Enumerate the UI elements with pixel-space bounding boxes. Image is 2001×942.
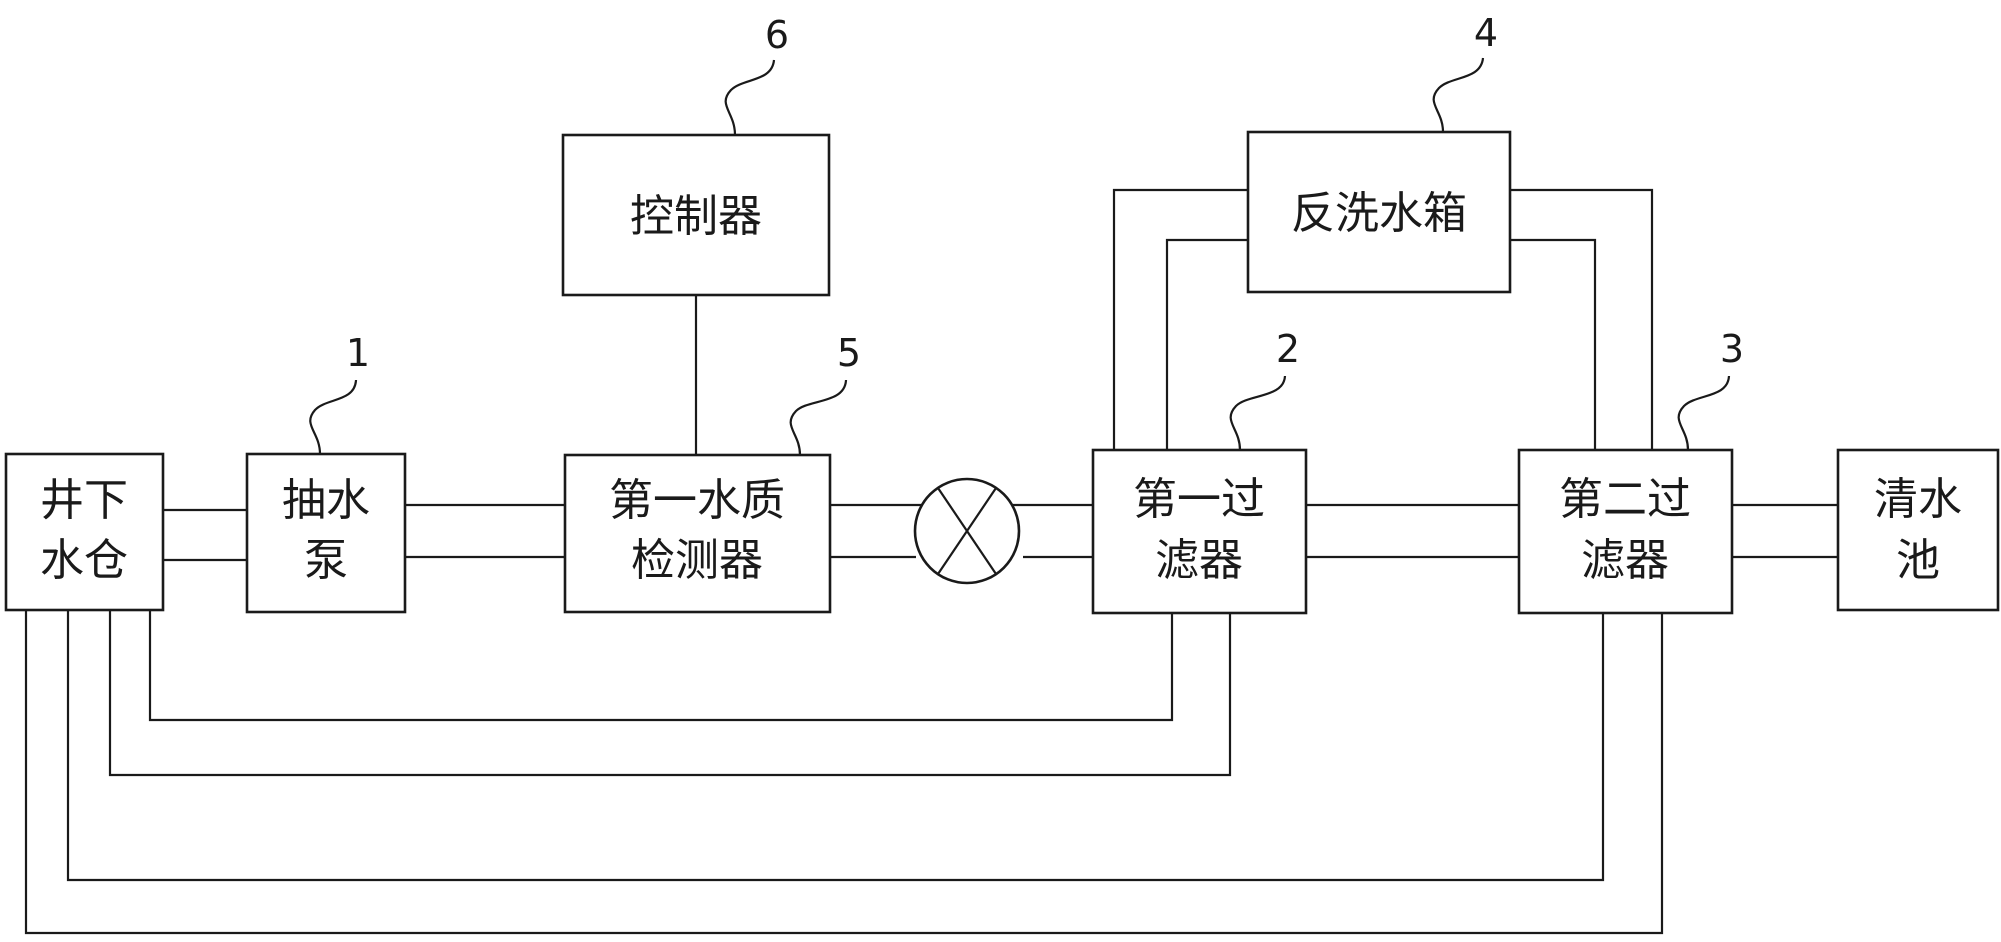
box-sump: 井下 水仓 <box>4 452 165 612</box>
detector-label-line1: 第一水质 <box>609 475 785 526</box>
filter2-rect <box>1517 448 1734 615</box>
box-controller: 控制器 <box>561 133 831 297</box>
filter2-label-line2: 滤器 <box>1581 535 1669 586</box>
clear-pool-label-line1: 清水 <box>1874 474 1962 525</box>
box-pump: 抽水 泵 <box>245 452 407 614</box>
pipe-backwash-filter1-inner <box>1165 238 1248 450</box>
backwash-label: 反洗水箱 <box>1291 188 1467 239</box>
leader-2 <box>1229 375 1287 451</box>
pipe-backwash-filter1-outer <box>1112 188 1248 450</box>
box-detector: 第一水质 检测器 <box>563 453 832 614</box>
controller-label: 控制器 <box>630 191 762 242</box>
controller-rect <box>561 133 831 297</box>
leader-4 <box>1432 57 1485 133</box>
drain-filter1-sump-outer <box>108 610 1232 777</box>
filter2-label-line1: 第二过 <box>1559 474 1691 525</box>
ref-marker-6: 6 <box>724 13 789 136</box>
ref-number-6: 6 <box>765 13 789 57</box>
clear-pool-label-line2: 池 <box>1896 535 1940 586</box>
ref-number-3: 3 <box>1720 327 1744 371</box>
ref-marker-5: 5 <box>789 331 861 456</box>
sump-label-line2: 水仓 <box>40 535 128 586</box>
pump-label-line1: 抽水 <box>282 475 370 526</box>
ref-marker-4: 4 <box>1432 11 1498 133</box>
detector-rect <box>563 453 832 614</box>
ref-number-5: 5 <box>837 331 861 375</box>
leader-3 <box>1677 375 1731 451</box>
drain-filter1-sump-inner <box>148 610 1174 722</box>
clear-pool-rect <box>1836 448 2000 612</box>
filter1-label-line2: 滤器 <box>1155 535 1243 586</box>
pipe-backwash-filter2-outer <box>1510 188 1654 450</box>
detector-label-line2: 检测器 <box>631 535 763 586</box>
ref-number-2: 2 <box>1276 327 1300 371</box>
drain-filter2-sump-outer <box>24 610 1664 935</box>
sump-label-line1: 井下 <box>40 475 128 526</box>
leader-1 <box>309 379 358 455</box>
leader-5 <box>789 379 848 456</box>
box-clear-pool: 清水 池 <box>1836 448 2000 612</box>
filter1-rect <box>1091 448 1308 615</box>
ref-marker-1: 1 <box>309 331 370 455</box>
filter1-label-line1: 第一过 <box>1133 474 1265 525</box>
ref-number-4: 4 <box>1474 11 1498 55</box>
pump-rect <box>245 452 407 614</box>
drain-filter2-sump-inner <box>66 610 1605 882</box>
ref-marker-2: 2 <box>1229 327 1300 451</box>
connection-lines <box>24 188 1838 935</box>
leader-6 <box>724 59 776 136</box>
pipe-backwash-filter2-inner <box>1510 238 1597 450</box>
box-filter1: 第一过 滤器 <box>1091 448 1308 615</box>
box-backwash-tank: 反洗水箱 <box>1246 130 1512 294</box>
valve <box>913 477 1021 585</box>
ref-number-1: 1 <box>346 331 370 375</box>
backwash-rect <box>1246 130 1512 294</box>
ref-marker-3: 3 <box>1677 327 1744 451</box>
sump-rect <box>4 452 165 612</box>
valve-cross-b <box>937 487 997 575</box>
pump-label-line2: 泵 <box>304 535 348 586</box>
box-filter2: 第二过 滤器 <box>1517 448 1734 615</box>
